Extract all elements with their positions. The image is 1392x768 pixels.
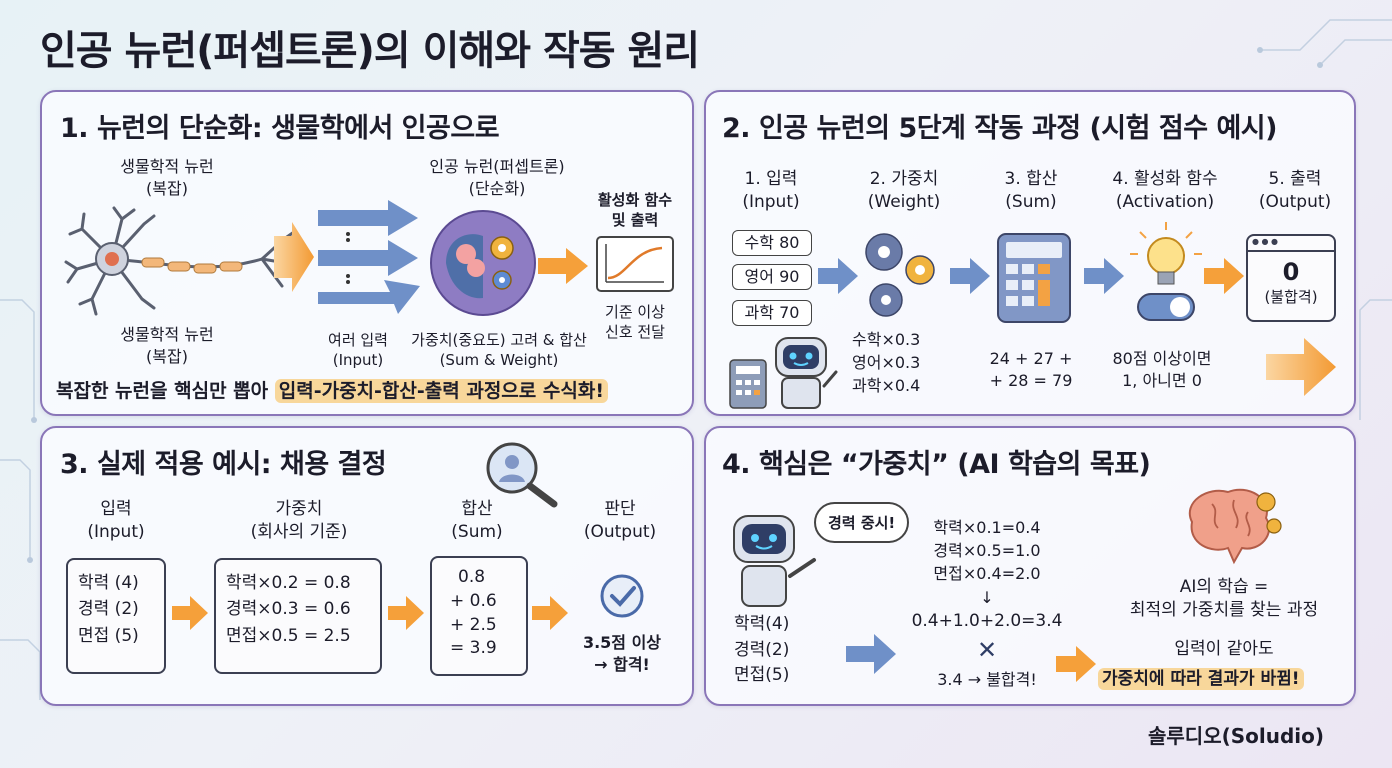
panel1-heading: 1. 뉴런의 단순화: 생물학에서 인공으로 [60, 113, 500, 144]
inputs-label: 여러 입력(Input) [328, 331, 388, 370]
panel4-heading: 4. 핵심은 “가중치” (AI 학습의 목표) [722, 449, 1151, 480]
col-input-header: 입력(Input) [87, 499, 145, 542]
robot-calculator-icon [729, 337, 838, 409]
brain-gear-icon [430, 210, 536, 316]
panel-five-steps: 2. 인공 뉴런의 5단계 작동 과정 (시험 점수 예시) 1. 입력(Inp… [704, 90, 1356, 416]
output-window: ● ● ● 0 (불합격) [1246, 234, 1336, 322]
input-box: 학력 (4)경력 (2)면접 (5) [66, 558, 166, 674]
weight-changes-highlight: 가중치에 따라 결과가 바뀜! [1098, 664, 1304, 690]
robot-icon [733, 515, 816, 607]
step-activation: 4. 활성화 함수(Activation) [1112, 169, 1218, 212]
blue-arrow-2-icon [950, 258, 990, 294]
panel1-summary: 복잡한 뉴런을 핵심만 뽑아 입력-가중치-합산-출력 과정으로 수식화! [56, 376, 608, 403]
cross-icon: ✕ [976, 636, 998, 665]
output-value: 0 [1282, 258, 1300, 286]
ai-learning-text: AI의 학습 =최적의 가중치를 찾는 과정 [1129, 577, 1319, 620]
window-dots-icon: ● ● ● [1248, 236, 1334, 252]
score-math: 수학 80 [732, 230, 812, 256]
bio-neuron-label-top: 생물학적 뉴런(복잡) [120, 157, 214, 198]
blue-arrow-3-icon [1084, 258, 1124, 294]
step-sum: 3. 합산(Sum) [1004, 169, 1058, 212]
weights-label: 가중치(중요도) 고려 & 합산(Sum & Weight) [411, 331, 587, 370]
same-input-text: 입력이 같아도 [1174, 639, 1274, 659]
orange-arrow-5-icon [532, 596, 568, 630]
col-output-header: 판단(Output) [583, 499, 657, 542]
col-sum-header: 합산(Sum) [451, 499, 503, 542]
orange-arrow-small-icon [538, 248, 588, 284]
panel4-total: 0.4+1.0+2.0=3.4 [911, 610, 1063, 631]
blue-arrow-1-icon [818, 258, 858, 294]
footer-brand: 솔루디오(Soludio) [1148, 724, 1325, 748]
panel2-heading: 2. 인공 뉴런의 5단계 작동 과정 (시험 점수 예시) [722, 113, 1278, 144]
output-label: (불합격) [1264, 288, 1318, 306]
sum-formula: 24 + 27 ++ 28 = 79 [989, 349, 1073, 390]
orange-arrow-2-icon [1204, 258, 1244, 294]
panel-weight-key: 4. 핵심은 “가중치” (AI 학습의 목표) 경력 중시! 학력(4)경력(… [704, 426, 1356, 706]
lightbulb-toggle-icon [1130, 222, 1202, 321]
brain-icon [1188, 488, 1282, 565]
activation-graph-icon [596, 236, 674, 292]
summary-text: 복잡한 뉴런을 핵심만 뽑아 [56, 380, 275, 402]
orange-arrow-6-icon [1056, 646, 1096, 682]
checkmark-icon [600, 574, 644, 618]
score-science: 과학 70 [732, 300, 812, 326]
score-english: 영어 90 [732, 264, 812, 290]
calculator-icon [997, 233, 1071, 323]
orange-arrow-icon [274, 222, 314, 292]
down-arrow-icon: ↓ [980, 587, 994, 607]
orange-arrow-3-icon [172, 596, 208, 630]
blue-arrow-4-icon [846, 634, 896, 674]
panel4-result: 3.4 → 불합격! [937, 670, 1037, 690]
big-orange-arrow-icon [1266, 338, 1336, 396]
step-weight: 2. 가중치(Weight) [867, 169, 941, 212]
step-input: 1. 입력(Input) [742, 169, 800, 212]
bio-neuron-label-bottom: 생물학적 뉴런(복잡) [120, 325, 214, 366]
decision-text: 3.5점 이상→ 합격! [582, 633, 662, 674]
magnifier-person-icon [486, 442, 558, 508]
thought-bubble: 경력 중시! [814, 502, 910, 543]
gears-icon [865, 233, 935, 317]
sum-box: 0.8+ 0.6+ 2.5= 3.9 [430, 556, 528, 676]
summary-highlight: 입력-가중치-합산-출력 과정으로 수식화! [274, 379, 608, 403]
page-title: 인공 뉴런(퍼셉트론)의 이해와 작동 원리 [40, 28, 700, 74]
panel4-inputs: 학력(4)경력(2)면접(5) [734, 614, 790, 685]
orange-arrow-4-icon [388, 596, 424, 630]
panel3-heading: 3. 실제 적용 예시: 채용 결정 [60, 449, 387, 480]
step-output: 5. 출력(Output) [1258, 169, 1332, 212]
artificial-neuron-label: 인공 뉴런(퍼셉트론)(단순화) [429, 157, 565, 198]
panel-hiring-example: 3. 실제 적용 예시: 채용 결정 입력(Input) 가중치(회사의 기준)… [40, 426, 694, 706]
input-arrows-icon [318, 200, 420, 314]
biological-neuron-icon [64, 206, 304, 316]
panel-neuron-simplification: 1. 뉴런의 단순화: 생물학에서 인공으로 생물학적 뉴런(복잡) 생물학적 … [40, 90, 694, 416]
col-weight-header: 가중치(회사의 기준) [250, 499, 348, 542]
